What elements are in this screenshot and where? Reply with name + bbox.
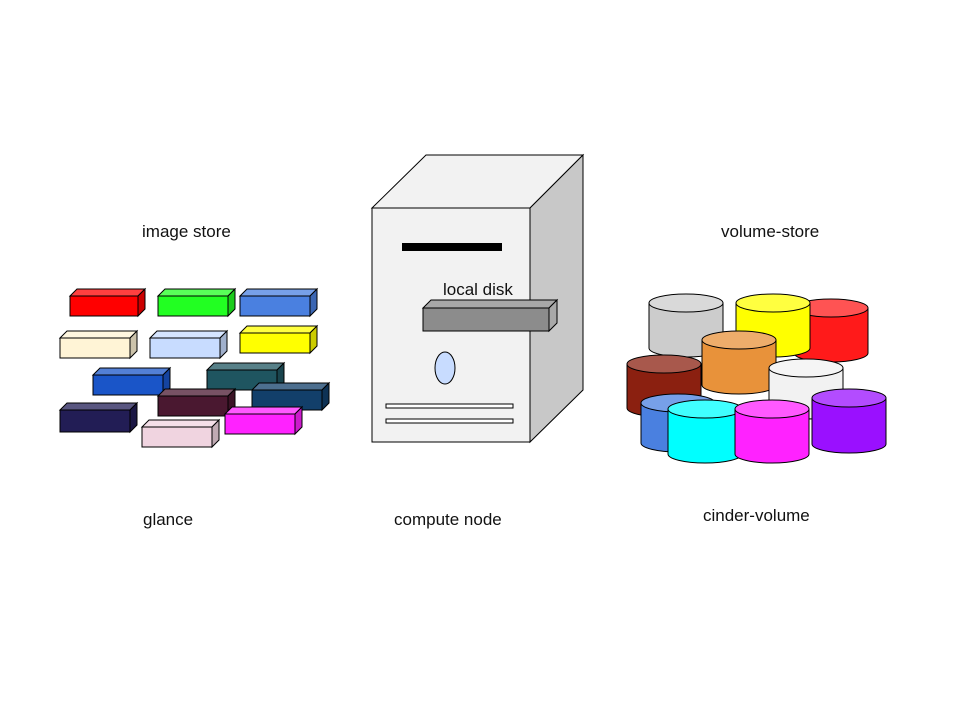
image-block [250, 381, 331, 412]
image-store-label: image store [142, 222, 231, 241]
volume-cylinder [793, 298, 869, 363]
vent-line-bottom [385, 418, 514, 424]
image-block-front [224, 413, 296, 435]
glance-label: glance [143, 510, 193, 529]
image-block [58, 329, 139, 360]
image-block-top [91, 367, 172, 376]
image-block-front [59, 409, 131, 433]
image-block [238, 287, 319, 318]
image-block [140, 418, 221, 449]
volume-cylinder-top [648, 293, 724, 313]
image-block-front [141, 426, 213, 448]
image-block-top [223, 406, 304, 415]
image-block-front [69, 295, 139, 317]
image-block [68, 287, 147, 318]
volume-store-label: volume-store [721, 222, 819, 241]
volume-cylinder-top [811, 388, 887, 408]
image-block-front [157, 295, 229, 317]
image-block-front [239, 332, 311, 354]
image-block-front [157, 395, 229, 417]
volume-cylinder [667, 399, 743, 464]
volume-cylinder-top [626, 354, 702, 374]
vent-line-top [385, 403, 514, 409]
image-block-top [205, 362, 286, 371]
compute-node-label: compute node [394, 510, 502, 529]
volume-cylinder-top [768, 358, 844, 378]
volume-cylinder-top [701, 330, 777, 350]
image-block-top [238, 288, 319, 297]
image-block [156, 387, 237, 418]
image-block [91, 366, 172, 397]
local-disk-top [421, 299, 559, 309]
image-block-top [148, 330, 229, 339]
drive-slot [402, 243, 502, 251]
image-block [58, 401, 139, 434]
volume-cylinder [701, 330, 777, 395]
volume-cylinder [734, 399, 810, 464]
volume-cylinder [811, 388, 887, 454]
volume-cylinder-top [734, 399, 810, 419]
volume-cylinder-body [734, 408, 810, 464]
local-disk [421, 298, 559, 333]
volume-store-group [626, 293, 887, 464]
image-block-front [92, 374, 164, 396]
local-disk-front [422, 307, 550, 332]
image-block [156, 287, 237, 318]
image-block-top [68, 288, 147, 297]
image-block [148, 329, 229, 360]
image-block-top [58, 330, 139, 339]
image-block-top [156, 288, 237, 297]
volume-cylinder-top [735, 293, 811, 313]
volume-cylinder-body [811, 397, 887, 454]
image-block-top [238, 325, 319, 334]
image-block-front [149, 337, 221, 359]
local-disk-label: local disk [443, 280, 513, 299]
image-block-top [140, 419, 221, 428]
cinder-volume-label: cinder-volume [703, 506, 810, 525]
power-indicator [434, 351, 456, 385]
image-block [223, 405, 304, 436]
image-block-front [59, 337, 131, 359]
image-block-top [250, 382, 331, 391]
image-store-group [58, 287, 331, 449]
volume-cylinder-top [667, 399, 743, 419]
image-block [238, 324, 319, 355]
image-block-front [239, 295, 311, 317]
image-block-top [58, 402, 139, 411]
image-block-top [156, 388, 237, 397]
